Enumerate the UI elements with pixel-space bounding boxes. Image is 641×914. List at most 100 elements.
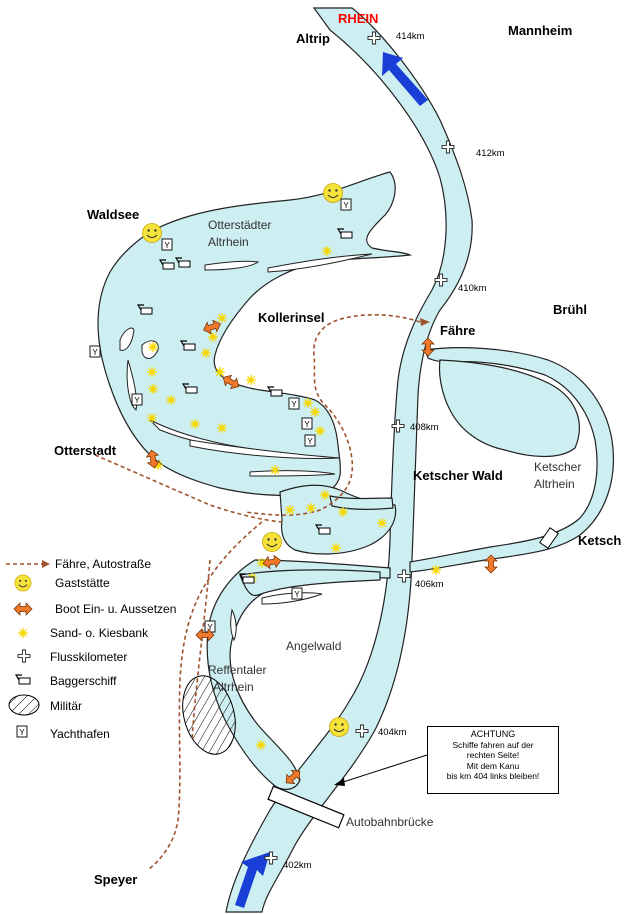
star-icon — [214, 366, 226, 378]
star-icon — [207, 331, 219, 343]
star-icon — [337, 506, 349, 518]
ferry-arrowhead — [420, 318, 430, 326]
ketscher-altrhein-inner — [438, 359, 580, 458]
road-speyer — [147, 521, 263, 871]
road-faehre — [244, 314, 421, 516]
dredger-icon — [15, 674, 31, 685]
ketscher-altrhein — [409, 347, 615, 573]
rhine-main-channel — [225, 7, 473, 913]
reffentaler-channel — [239, 569, 381, 597]
km-412: 412km — [476, 148, 505, 159]
place-labels: Altrip RHEIN Mannheim Waldsee Brühl Koll… — [54, 11, 621, 887]
label-otterstaedter-1: Otterstädter — [208, 218, 271, 232]
label-angelwald: Angelwald — [286, 639, 341, 653]
label-ketscher-2: Altrhein — [534, 477, 575, 491]
yacht-harbor-icon — [204, 620, 216, 633]
label-altrip: Altrip — [296, 31, 330, 46]
label-ketscher-wald: Ketscher Wald — [413, 468, 503, 483]
autobahn-bridge — [267, 785, 345, 829]
star-icon — [302, 397, 314, 409]
star-icon — [269, 464, 281, 476]
legend-restaurant-label: Gaststätte — [55, 576, 110, 590]
legend-sandbank: Sand- o. Kiesbank — [17, 626, 149, 640]
legend-river-km: Flusskilometer — [17, 649, 127, 664]
star-icon — [319, 489, 331, 501]
legend-military-label: Militär — [50, 699, 82, 713]
island-south-strip-2 — [189, 439, 341, 459]
star-icon — [147, 383, 159, 395]
label-ketsch: Ketsch — [578, 533, 621, 548]
yacht-harbor-icon — [291, 587, 303, 600]
legend-marina-label: Yachthafen — [50, 727, 110, 741]
label-waldsee: Waldsee — [87, 207, 139, 222]
notice-line-3: Mit dem Kanu — [466, 760, 520, 771]
km-404: 404km — [378, 727, 407, 738]
island-mid-strip — [267, 253, 373, 273]
legend-ferry-road-label: Fähre, Autostraße — [55, 557, 151, 571]
label-otterstadt: Otterstadt — [54, 443, 117, 458]
legend-sandbank-label: Sand- o. Kiesbank — [50, 626, 149, 640]
label-rhein: RHEIN — [338, 11, 378, 26]
star-icon — [305, 502, 317, 514]
notice-line-2: rechten Seite! — [466, 750, 520, 760]
star-icon — [216, 312, 228, 324]
yacht-harbor-icon — [16, 725, 28, 738]
road-otterstadt — [94, 454, 283, 523]
label-autobahnbruecke: Autobahnbrücke — [346, 815, 434, 829]
island-reff-small — [230, 608, 237, 642]
island-north-strip — [204, 260, 260, 271]
hatched-area-icon — [8, 694, 40, 716]
star-icon — [430, 564, 442, 576]
island-west-1 — [119, 327, 135, 351]
yacht-harbor-icon — [340, 198, 352, 211]
flow-arrow-south — [235, 852, 270, 908]
label-speyer: Speyer — [94, 872, 137, 887]
star-icon — [330, 542, 342, 554]
star-icon — [255, 739, 267, 751]
star-icon — [245, 374, 257, 386]
legend-dredger-label: Baggerschiff — [50, 674, 117, 688]
km-414: 414km — [396, 31, 425, 42]
star-icon — [321, 245, 333, 257]
label-ketscher-1: Ketscher — [534, 460, 581, 474]
legend-military: Militär — [8, 694, 82, 716]
notice-line-4: bis km 404 links bleiben! — [446, 771, 540, 781]
label-bruehl: Brühl — [553, 302, 587, 317]
yacht-harbor-icon — [304, 434, 316, 447]
star-icon — [147, 341, 159, 353]
km-labels: 414km 412km 410km 408km 406km 404km 402k… — [283, 31, 505, 871]
yacht-harbor-icon — [288, 397, 300, 410]
legend-river-km-label: Flusskilometer — [50, 650, 127, 664]
smiley-icon — [322, 182, 344, 204]
yacht-harbor-icon — [301, 417, 313, 430]
notice-box: ACHTUNG Schiffe fahren auf der rechten S… — [427, 726, 559, 794]
road-waldsee — [191, 559, 211, 741]
cross-icon — [17, 649, 31, 663]
km-410: 410km — [458, 283, 487, 294]
yacht-harbor-icon — [89, 345, 101, 358]
island-lower-strip — [249, 470, 336, 477]
smiley-icon — [261, 531, 283, 553]
notice-title: ACHTUNG — [470, 729, 516, 739]
yacht-harbor-icon — [131, 393, 143, 406]
km-402: 402km — [283, 860, 312, 871]
double-arrow-icon — [13, 602, 33, 616]
label-faehre: Fähre — [440, 323, 475, 338]
kollerinsel-connector — [329, 495, 394, 510]
label-kollerinsel: Kollerinsel — [258, 310, 324, 325]
star-icon — [284, 504, 296, 516]
water-labels: Otterstädter Altrhein Ketscher Altrhein … — [208, 218, 581, 694]
star-icon — [146, 366, 158, 378]
label-mannheim: Mannheim — [508, 23, 572, 38]
star-icon — [189, 418, 201, 430]
legend-marina: Yachthafen — [16, 725, 110, 741]
legend-ferry-road: Fähre, Autostraße — [6, 557, 151, 571]
legend-boat: Boot Ein- u. Aussetzen — [13, 602, 176, 616]
smiley-icon — [328, 716, 350, 738]
water-bodies — [97, 7, 615, 913]
yacht-harbor-icon — [161, 238, 173, 251]
smiley-icon — [14, 574, 32, 592]
notice-line-1: Schiffe fahren auf der — [452, 739, 534, 750]
star-icon — [309, 406, 321, 418]
flow-arrow-north — [382, 52, 428, 106]
